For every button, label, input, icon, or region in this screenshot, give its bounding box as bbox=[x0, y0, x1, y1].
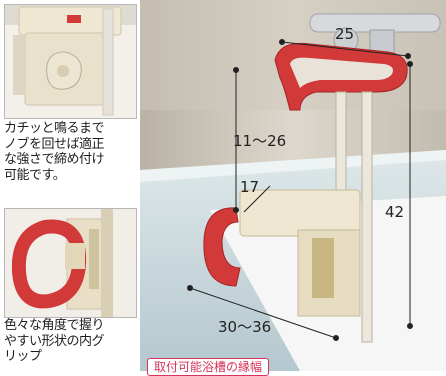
product-photo bbox=[140, 0, 446, 371]
knob-caption: カチッと鳴るまで ノブを回せば適正 な強さで締め付け 可能です。 bbox=[4, 121, 105, 183]
bath-handrail-illustration bbox=[140, 0, 446, 371]
total-height-label: 42 bbox=[385, 203, 405, 221]
knob-detail-illustration bbox=[5, 5, 136, 118]
knob-detail-image bbox=[4, 4, 137, 119]
detail-column: カチッと鳴るまで ノブを回せば適正 な強さで締め付け 可能です。 色々な角度で握… bbox=[0, 0, 140, 371]
grip-detail-image bbox=[4, 208, 137, 318]
rim-range-label: 30～36 bbox=[218, 318, 272, 336]
grip-caption: 色々な角度で握り やすい形状の内グ リップ bbox=[4, 318, 105, 364]
grip-detail-illustration bbox=[5, 209, 136, 317]
height-range-label: 11～26 bbox=[233, 132, 287, 150]
top-width-label: 25 bbox=[335, 25, 355, 43]
grip-offset-label: 17 bbox=[240, 178, 260, 196]
rim-width-badge: 取付可能浴槽の縁幅 bbox=[147, 358, 270, 376]
